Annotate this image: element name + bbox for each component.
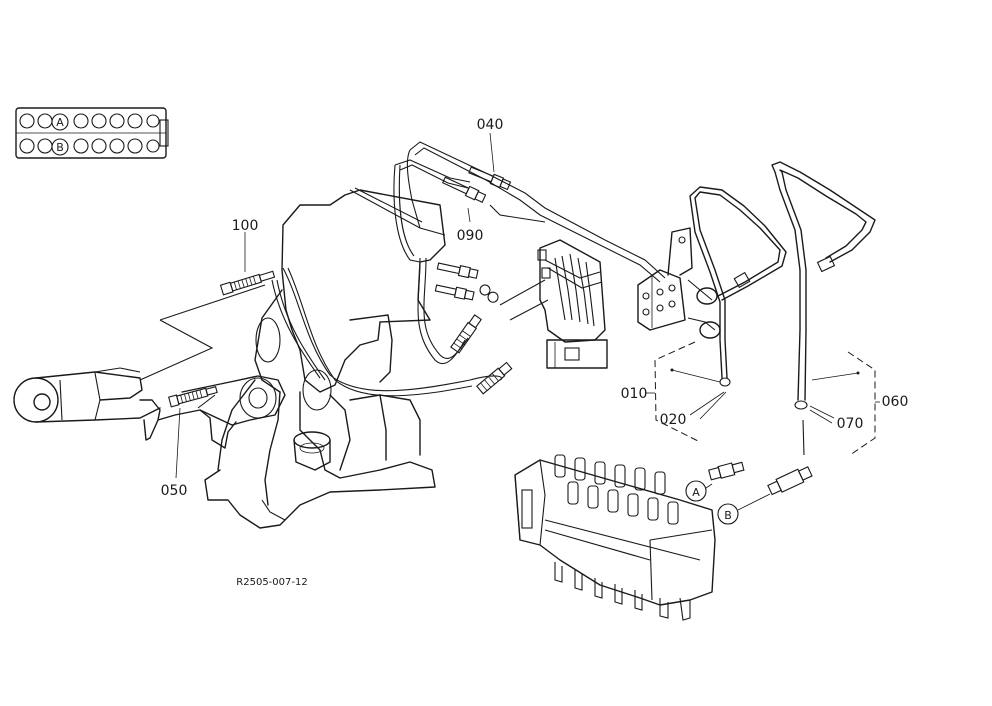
label-100: 100 (232, 218, 259, 234)
port-fitting-b (767, 466, 813, 496)
hose-fitting-100 (219, 232, 276, 296)
hose-fitting-040 (468, 132, 512, 191)
inset-label-a: A (56, 116, 64, 129)
steel-pipe-010 (689, 186, 787, 387)
hydraulic-hose-runs (271, 141, 666, 397)
label-040: 040 (477, 117, 504, 133)
reference-code: R2505-007-12 (236, 577, 307, 588)
joint-block (637, 227, 721, 339)
label-010: 010 (621, 386, 648, 402)
inset-port-a (51, 113, 69, 131)
connector-b-label: B (724, 509, 732, 522)
hose-fitting-090 (442, 176, 487, 223)
swing-bracket-frame (204, 189, 446, 529)
swing-cylinder (13, 367, 286, 449)
connector-a-circle (685, 480, 707, 502)
connector-b-circle (717, 503, 739, 525)
inset-label-b: B (56, 141, 64, 154)
control-valve-bank (514, 454, 716, 621)
steel-pipe-060 (771, 161, 876, 456)
port-fitting-a (708, 461, 745, 481)
connector-a-label: A (692, 486, 700, 499)
label-050: 050 (161, 483, 188, 499)
hose-fitting-050 (168, 386, 218, 479)
label-070: 070 (837, 416, 864, 432)
label-090: 090 (457, 228, 484, 244)
port-block-inset: A B (15, 107, 169, 159)
hose-fittings-midframe (434, 262, 513, 395)
label-020: 020 (660, 412, 687, 428)
inset-port-b (51, 138, 69, 156)
label-060: 060 (882, 394, 909, 410)
center-swivel-valve (499, 239, 608, 369)
